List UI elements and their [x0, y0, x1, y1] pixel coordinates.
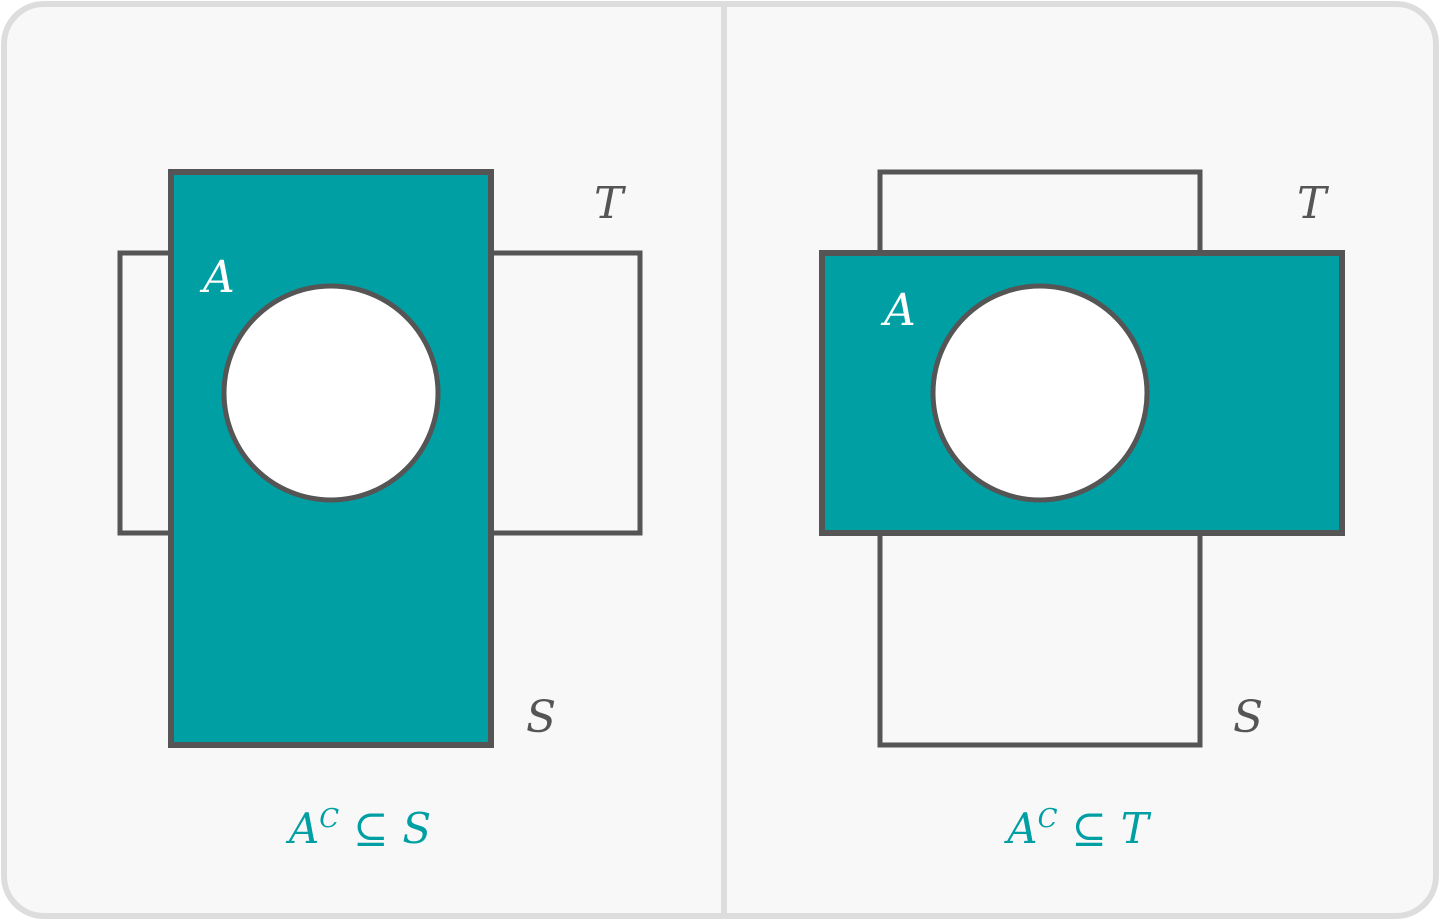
right-caption-superscript: C	[1038, 804, 1058, 834]
left-caption-base: A	[285, 804, 319, 853]
left-caption-relation: ⊆	[353, 804, 388, 853]
left-caption-superscript: C	[319, 804, 339, 834]
left-caption: AC ⊆ S	[285, 804, 431, 853]
right-set-a-circle	[930, 283, 1150, 503]
left-set-a-label: A	[199, 252, 235, 303]
right-panel: A T S AC⊆T	[819, 169, 1345, 853]
left-caption-target: S	[402, 804, 431, 853]
right-caption: AC ⊆ T	[1003, 804, 1151, 853]
left-set-a-circle	[221, 283, 441, 503]
left-set-s-label: S	[526, 692, 556, 743]
right-set-s-label: S	[1233, 692, 1263, 743]
left-panel: A T S AC⊆S	[117, 169, 643, 853]
right-caption-base: A	[1003, 804, 1037, 853]
right-caption-relation: ⊆	[1072, 804, 1107, 853]
left-set-t-label: T	[594, 178, 627, 229]
right-caption-target: T	[1121, 804, 1152, 853]
right-set-a-label: A	[880, 285, 916, 336]
right-set-t-label: T	[1297, 178, 1330, 229]
